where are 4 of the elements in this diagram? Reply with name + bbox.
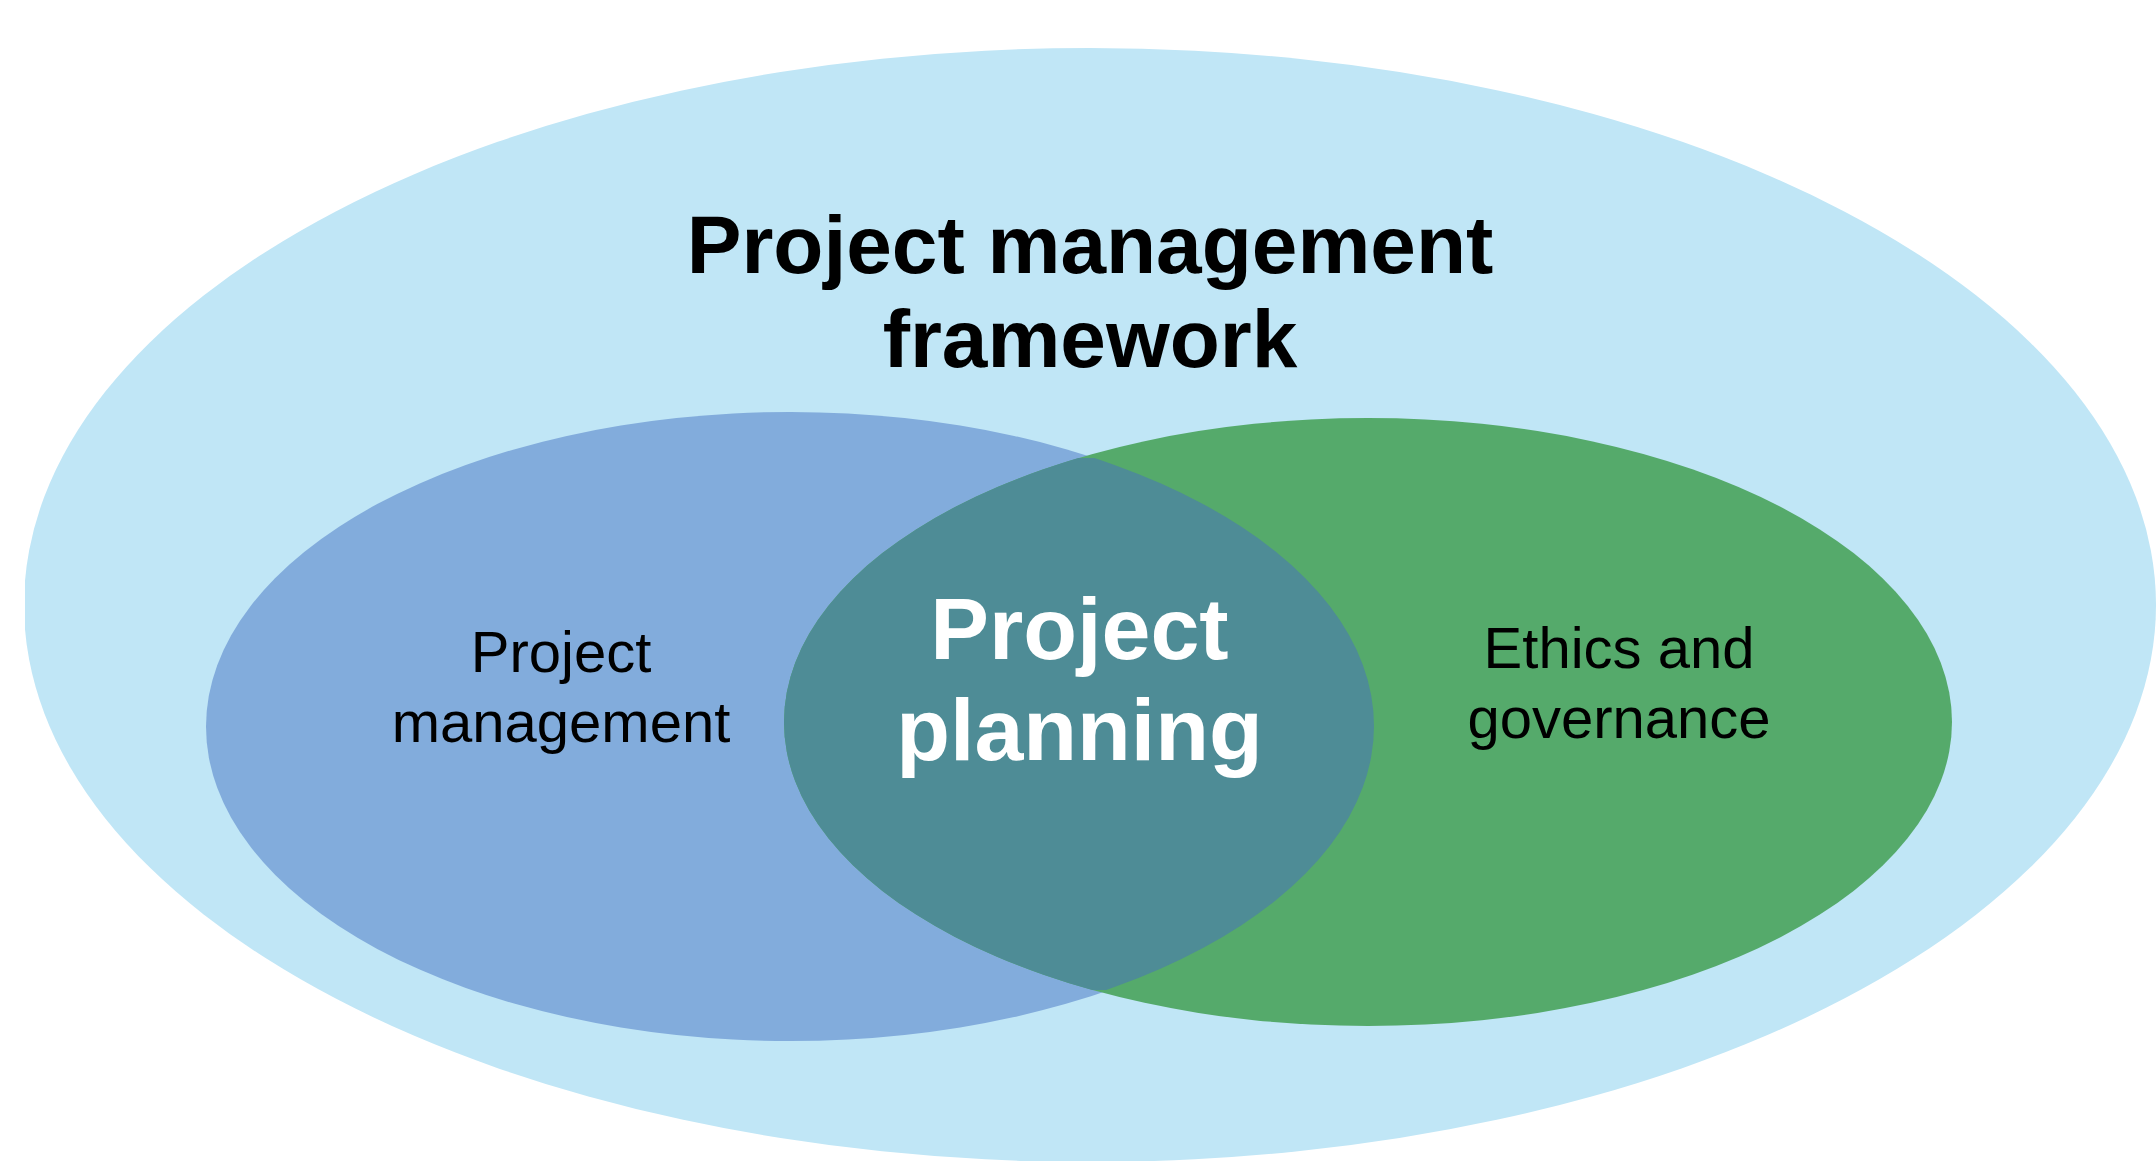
node-label: Ethics and governance [1466,614,1772,752]
node-label: Project management [390,618,732,756]
node-label: Project management framework [685,198,1495,387]
node-label: Project planning [895,578,1264,781]
